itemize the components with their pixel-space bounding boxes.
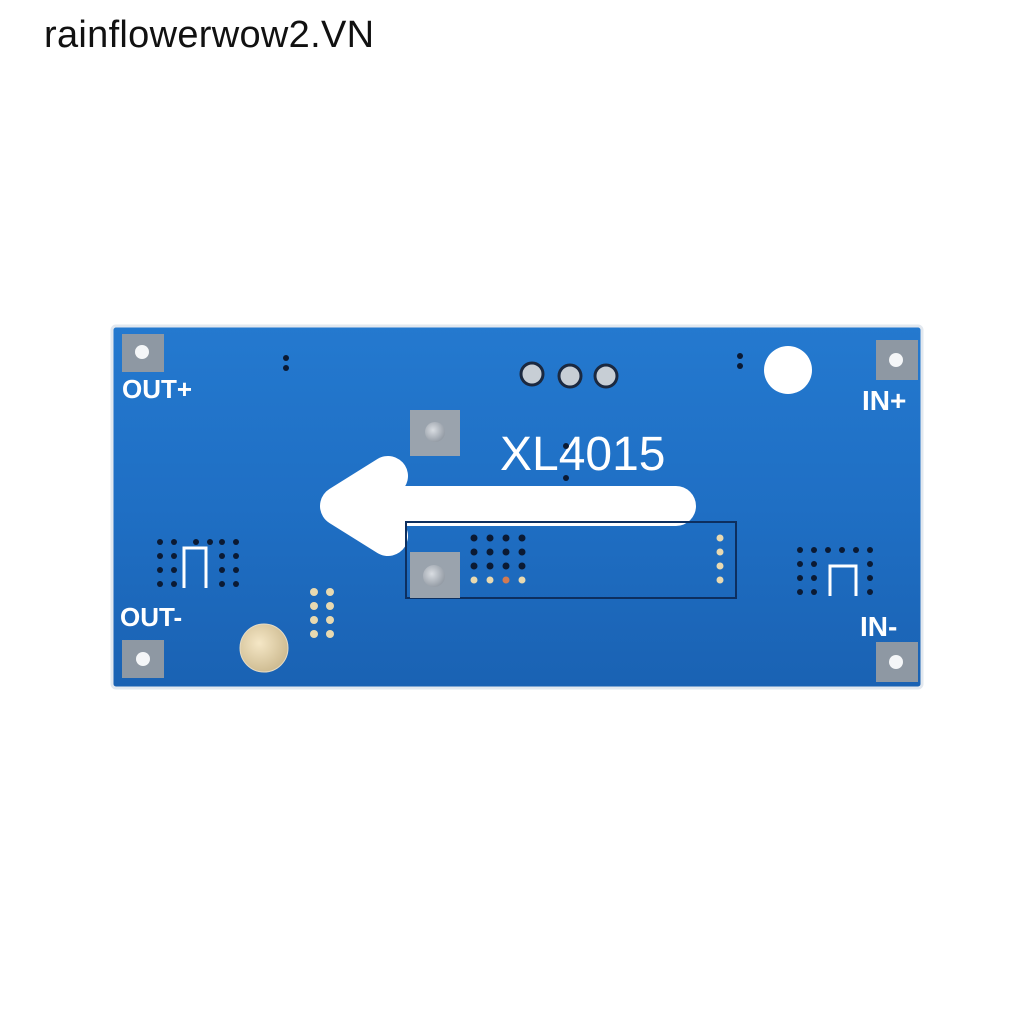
chip-outline	[405, 521, 737, 599]
square-pad-top	[410, 410, 460, 456]
square-pad-bottom	[410, 552, 460, 598]
potentiometer-pins	[519, 361, 619, 389]
via-column-chip-right	[716, 534, 724, 584]
via-cluster-gold-left	[310, 588, 334, 638]
via-grid-chip-gold	[470, 576, 526, 584]
label-in-plus: IN+	[862, 385, 906, 416]
label-out-plus: OUT+	[122, 374, 192, 404]
shop-watermark: rainflowerwow2.VN	[44, 14, 375, 56]
chip-label: XL4015	[500, 428, 666, 481]
left-arrow-icon	[320, 456, 696, 556]
label-in-minus: IN-	[860, 611, 897, 642]
silk-bracket-left	[182, 546, 208, 588]
round-pad-bottom	[239, 623, 289, 673]
mount-pad-top-right	[876, 340, 918, 380]
mount-pad-bottom-right	[876, 642, 918, 682]
via-group	[283, 353, 743, 481]
label-out-minus: OUT-	[120, 602, 182, 632]
via-grid-left	[157, 539, 239, 587]
via-grid-chip	[470, 534, 526, 570]
silk-bracket-right	[828, 564, 858, 596]
round-pad-top	[764, 346, 812, 394]
mount-pad-bottom-left	[122, 640, 164, 678]
mount-pad-top-left	[122, 334, 164, 372]
via-grid-right	[797, 547, 873, 595]
